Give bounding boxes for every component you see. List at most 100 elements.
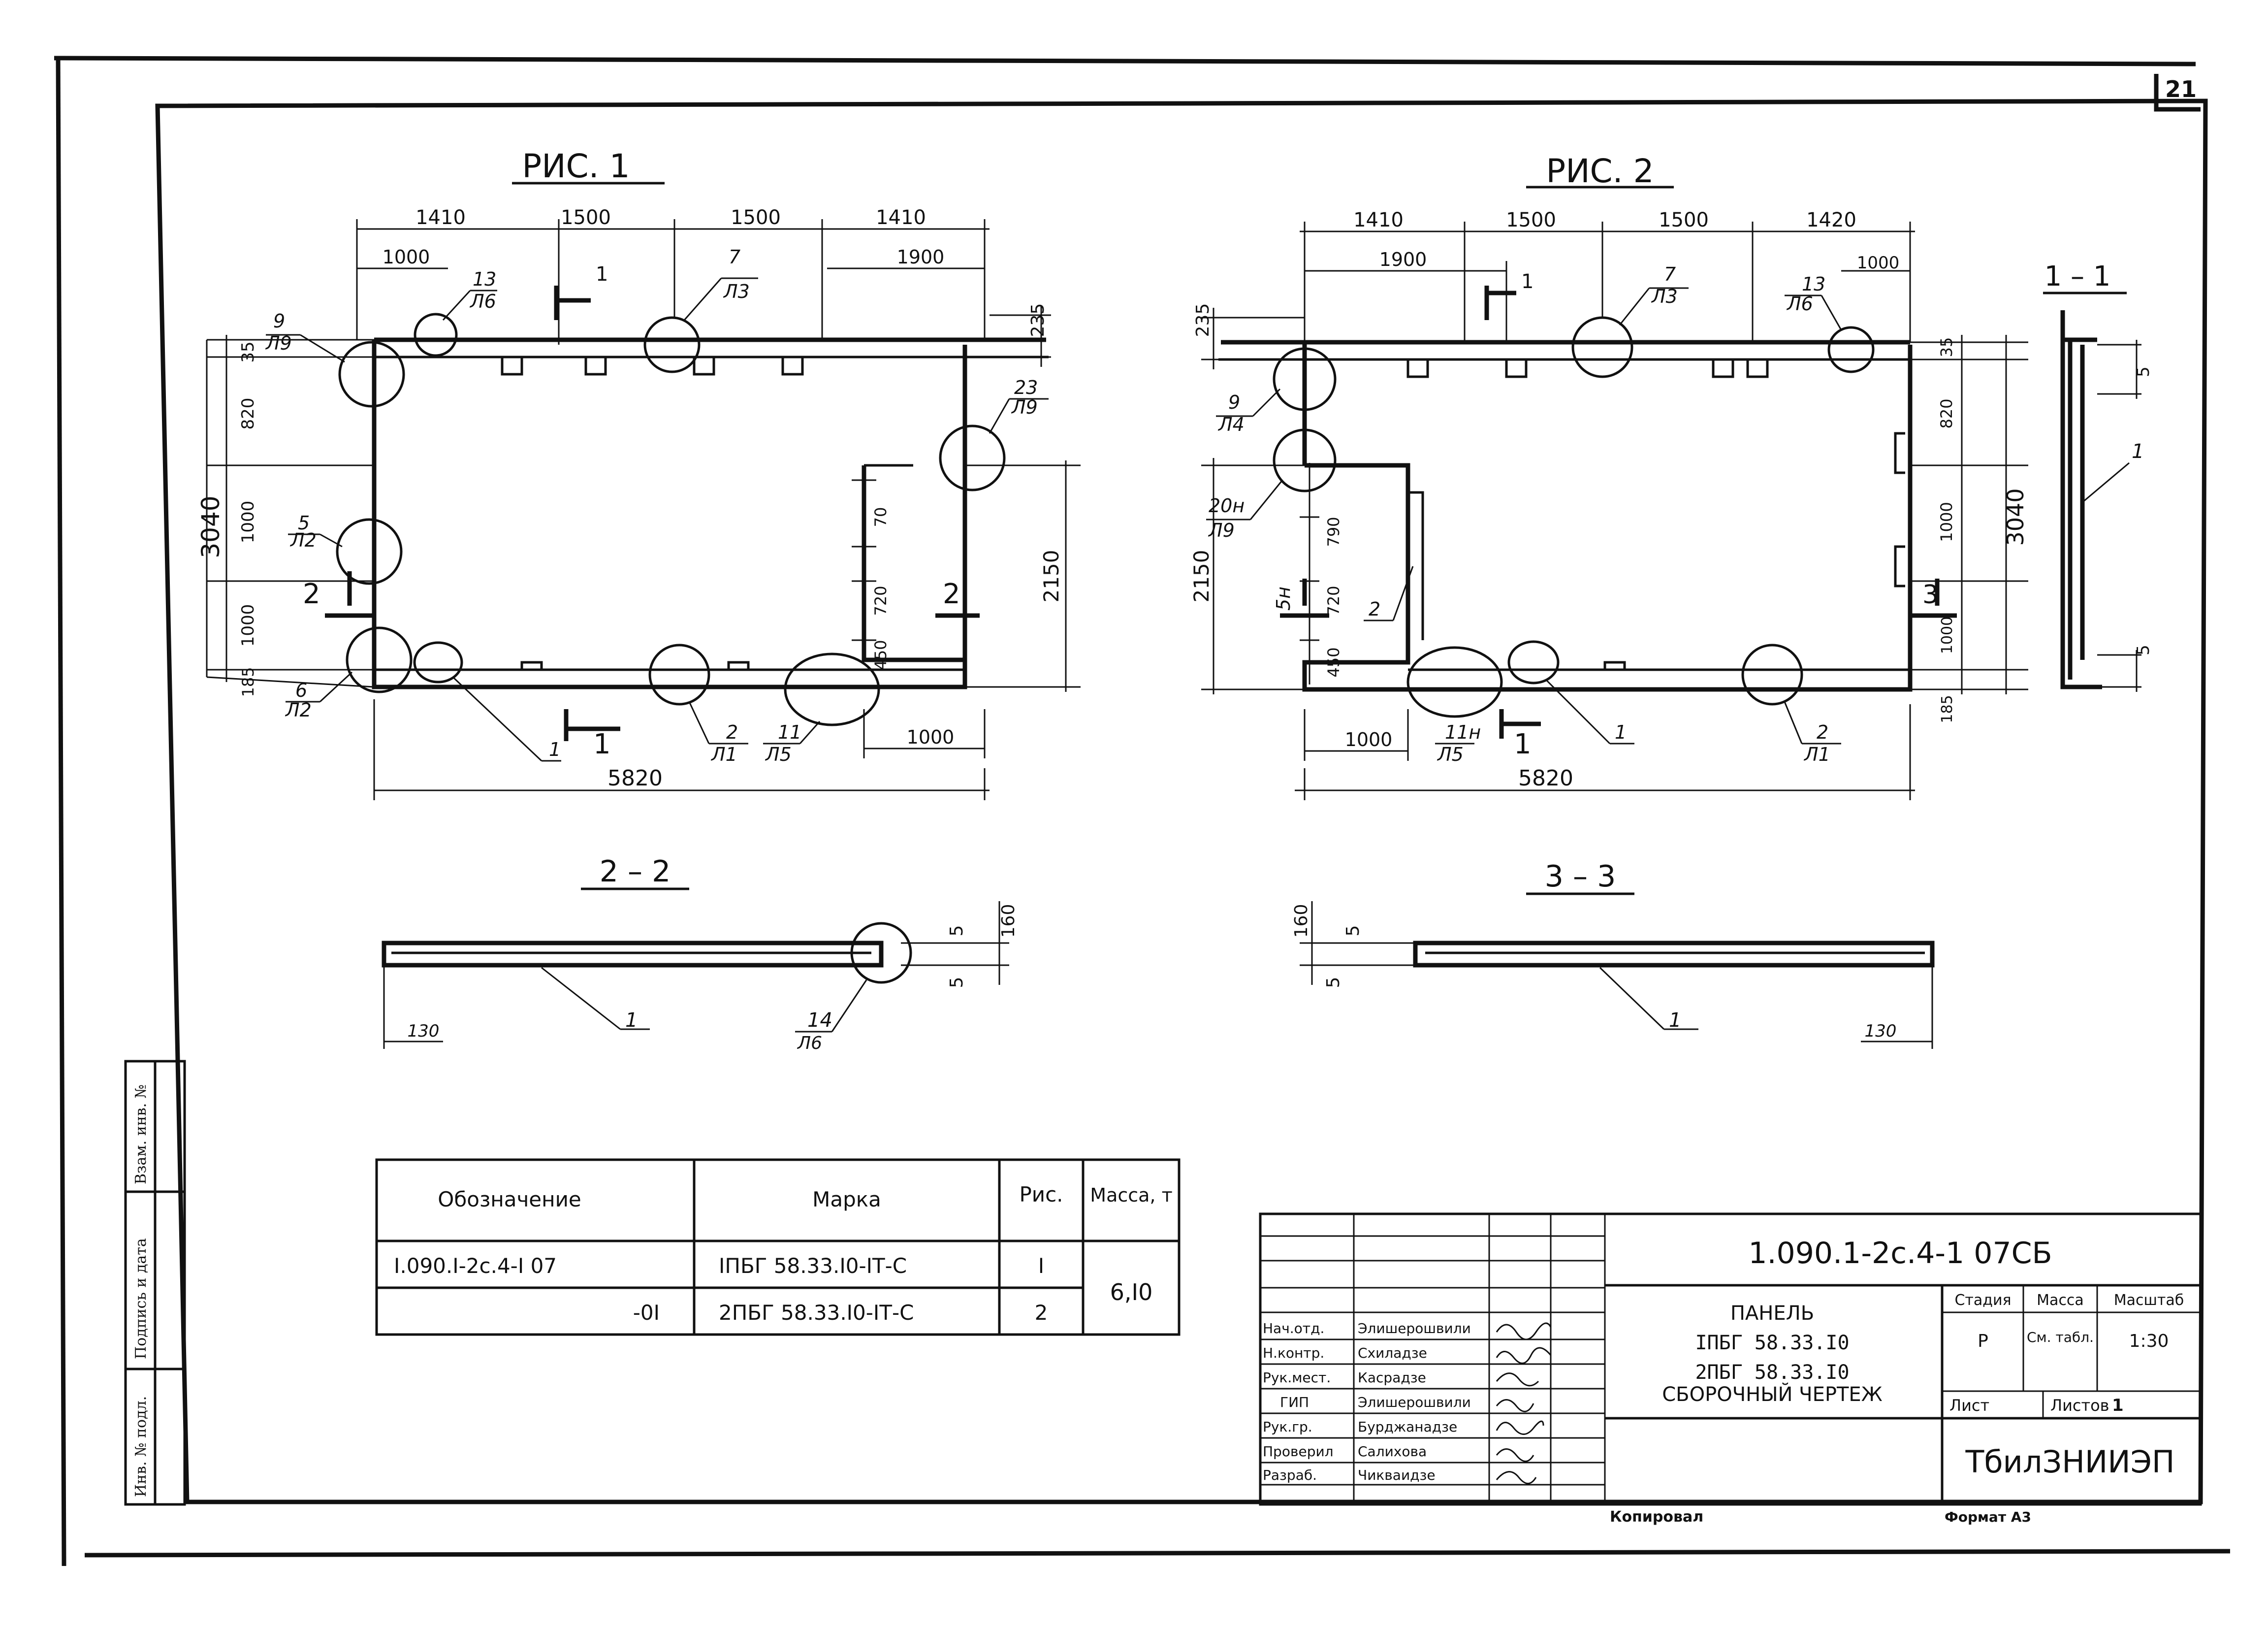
fig2-detail-20n xyxy=(1273,428,1337,492)
outer-frame-top xyxy=(54,56,2196,66)
sec22-dim-5b: 5 xyxy=(947,977,967,988)
scale-value: 1:30 xyxy=(2129,1331,2169,1351)
archive-cell-inv-no: Инв. № подл. xyxy=(132,1396,150,1497)
spec-header-fig: Рис. xyxy=(1019,1182,1063,1206)
copied-by-label: Копировал xyxy=(1610,1508,1703,1526)
fig1-callout-1-leader xyxy=(452,676,561,762)
fig2-dim-top-4: 1420 xyxy=(1806,209,1856,231)
fig1-dim-top-1: 1410 xyxy=(415,206,466,229)
format-label: Формат А3 xyxy=(1945,1509,2031,1525)
fig1-callout-2-num: 2 xyxy=(726,721,738,743)
spec-row1-mark: IПБГ 58.33.I0-IТ-С xyxy=(719,1254,907,1278)
sec22-callout-14-sheet: Л6 xyxy=(797,1033,822,1053)
signer-role-1: Нач.отд. xyxy=(1263,1320,1324,1336)
fig1-dimension-1000-1900 xyxy=(357,267,986,340)
fig1-top-dimension-chain xyxy=(356,219,990,345)
fig2-callout-5n-section xyxy=(1280,579,1329,618)
fig2-callout-13-leader xyxy=(1785,294,1842,330)
spec-table-frame xyxy=(375,1158,1181,1336)
fig1-dim-bottom-1000: 1000 xyxy=(907,726,955,748)
fig2-callout-2-num: 2 xyxy=(1817,721,1828,743)
fig1-detail-1 xyxy=(413,641,463,684)
title-line-3: 2ПБГ 58.33.I0 xyxy=(1695,1361,1849,1384)
spec-header-mass: Масса, т xyxy=(1090,1184,1172,1206)
fig1-dim-1900: 1900 xyxy=(897,246,945,268)
sec33-title: 3 – 3 xyxy=(1545,859,1616,894)
fig2-dim-right-820: 820 xyxy=(1937,398,1956,428)
spec-table-body: I.090.I-2c.4-I 07 IПБГ 58.33.I0-IТ-С I -… xyxy=(394,1254,1152,1325)
sec22-title: 2 – 2 xyxy=(600,854,671,889)
organization: ТбилЗНИИЭП xyxy=(1965,1444,2174,1480)
figure-2: РИС. 2 1410 1500 1500 1420 1900 1000 235… xyxy=(1189,152,2029,800)
fig1-detail-13 xyxy=(414,313,458,357)
fig1-callout-5-num: 5 xyxy=(298,512,310,534)
spec-table: Обозначение Марка Рис. Масса, т I.090.I-… xyxy=(375,1158,1181,1336)
sec33-dimensions xyxy=(1300,901,1415,985)
spec-row2-fig: 2 xyxy=(1035,1301,1048,1325)
fig2-dim-right-1000b: 1000 xyxy=(1939,617,1956,654)
fig2-callout-9-sheet: Л4 xyxy=(1217,414,1245,435)
fig1-top-ribs xyxy=(501,357,804,376)
sec33-dim-5a: 5 xyxy=(1343,925,1363,937)
fig2-callout-7-sheet: Л3 xyxy=(1651,286,1678,307)
sec22-dim-130: 130 xyxy=(408,1021,440,1041)
fig2-callout-9-leader xyxy=(1216,388,1281,417)
fig1-dim-2150: 2150 xyxy=(1039,550,1063,603)
sec11-callout-1: 1 xyxy=(2132,440,2144,463)
sec22-dim-160: 160 xyxy=(998,904,1019,938)
page-number-box xyxy=(2154,74,2201,112)
title-line-2: IПБГ 58.33.I0 xyxy=(1695,1332,1849,1354)
fig1-callout-7-sheet: Л3 xyxy=(723,281,750,302)
fig2-dim-450: 450 xyxy=(1324,647,1343,677)
signer-role-2: Н.контр. xyxy=(1263,1345,1324,1361)
fig1-dim-left-1000b: 1000 xyxy=(238,604,258,647)
sec22-callout-14-leader xyxy=(795,979,867,1033)
fig1-dimension-total-width xyxy=(373,699,990,800)
sec11-callout-leader xyxy=(2082,462,2130,503)
fig2-dim-right-185: 185 xyxy=(1939,695,1956,723)
fig1-callout-11-sheet: Л5 xyxy=(765,744,792,765)
fig2-callout-5n: 5н xyxy=(1273,586,1294,611)
fig1-callout-2-sheet: Л1 xyxy=(710,744,737,765)
fig2-detail-1 xyxy=(1507,640,1560,684)
signer-name-6: Салихова xyxy=(1358,1443,1427,1460)
fig1-dim-left-820: 820 xyxy=(238,398,258,430)
fig2-dim-right-1000a: 1000 xyxy=(1937,502,1956,542)
fig1-callout-9-sheet: Л9 xyxy=(265,332,292,354)
fig2-callout-20n-num: 20н xyxy=(1209,495,1245,517)
signature-scribble xyxy=(1496,1347,1552,1364)
fig2-detail-2 xyxy=(1741,644,1803,706)
fig2-detail-9 xyxy=(1273,347,1337,411)
spec-row2-mark: 2ПБГ 58.33.I0-IТ-С xyxy=(719,1301,914,1325)
fig2-callout-7-leader xyxy=(1619,287,1689,326)
signature-scribble xyxy=(1496,1471,1537,1484)
sec11-dim-5b: 5 xyxy=(2134,645,2153,655)
archive-cell-replace-inv: Взам. инв. № xyxy=(132,1084,150,1184)
fig2-dimension-235 xyxy=(1201,308,1305,369)
fig1-section-2-right-label: 2 xyxy=(943,578,960,610)
fig1-section-2-left-mark xyxy=(325,571,374,618)
signer-role-5: Рук.гр. xyxy=(1263,1419,1312,1435)
fig1-dimension-235 xyxy=(990,305,1051,367)
signer-name-3: Касрадзе xyxy=(1358,1369,1426,1386)
fig2-title: РИС. 2 xyxy=(1546,152,1654,190)
sheet-label: Лист xyxy=(1949,1396,1989,1415)
sec22-callout-14-num: 14 xyxy=(807,1009,832,1032)
sec11-dim-5a: 5 xyxy=(2134,366,2153,377)
outer-frame-left xyxy=(56,58,66,1566)
fig1-callout-6-sheet: Л2 xyxy=(285,699,312,721)
fig2-window-jamb xyxy=(1408,491,1424,640)
fig2-dim-1000: 1000 xyxy=(1857,253,1900,273)
fig1-dim-top-2: 1500 xyxy=(561,206,611,229)
fig1-detail-5 xyxy=(336,518,403,585)
fig2-bottom-ribs xyxy=(1603,661,1626,670)
fig2-dim-right-35: 35 xyxy=(1937,337,1956,358)
fig2-detail-13 xyxy=(1827,326,1875,373)
fig2-callout-1-num: 1 xyxy=(1615,721,1627,743)
outer-frame-bottom xyxy=(84,1549,2231,1558)
fig1-section-1-top-mark xyxy=(554,286,591,320)
fig1-detail-7 xyxy=(643,316,701,373)
sheets-count: 1 xyxy=(2112,1396,2124,1415)
